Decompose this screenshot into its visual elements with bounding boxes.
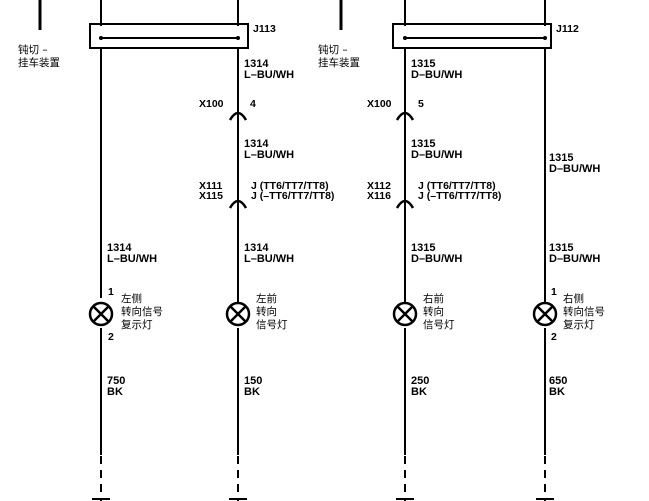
wire-label-b3-color: L–BU/WH [244, 253, 294, 265]
wire-label-c1-num: 1315 [411, 58, 435, 70]
wire-label-a-num: 1314 [107, 242, 132, 254]
j-opt-a-right: J (TT6/TT7/TT8) [418, 180, 496, 192]
x112-label: X112 [367, 180, 391, 192]
x111-label: X111 [199, 180, 223, 192]
wire-label-c3-color: D–BU/WH [411, 253, 462, 265]
lamp-left-indicator-label-1: 左侧 [121, 292, 142, 305]
x100-label-left: X100 [199, 98, 224, 110]
lamp-right-indicator-label-2: 转向信号 [563, 305, 605, 318]
wire-label-b1-num: 1314 [244, 58, 269, 70]
lamp-right-indicator-icon [532, 301, 558, 327]
lamp-left-front-label-1: 左前 [256, 292, 277, 305]
lamp-left-front-label-3: 信号灯 [256, 319, 288, 331]
lamp-left-indicator-label-2: 转向信号 [121, 305, 163, 318]
wire-label-c2-color: D–BU/WH [411, 149, 462, 161]
wire-label-c1-color: D–BU/WH [411, 69, 462, 81]
x116-label: X116 [367, 190, 391, 202]
lamp-left-front-icon [225, 301, 251, 327]
j-opt-b-right: J (–TT6/TT7/TT8) [418, 190, 501, 202]
wire-label-b2-num: 1314 [244, 138, 269, 150]
lamp-right-front-icon [392, 301, 418, 327]
wire-label-c2-num: 1315 [411, 138, 435, 150]
lamp-right-indicator-label-3: 复示灯 [563, 318, 595, 331]
ground-d-num: 650 [549, 375, 567, 387]
lamp-left-front-label-2: 转向 [256, 305, 277, 318]
lamp-left-indicator-icon [88, 301, 114, 327]
ground-c-num: 250 [411, 375, 429, 387]
ground-b-color: BK [244, 386, 260, 398]
x100-pin5-label: 5 [418, 98, 424, 110]
x115-label: X115 [199, 190, 223, 202]
connector-x100-pin5 [395, 111, 415, 121]
wire-label-a-color: L–BU/WH [107, 253, 157, 265]
switch-left-label-line1: 钝切 – [18, 43, 48, 56]
switch-right-label-line2: 挂车装置 [318, 56, 360, 69]
j-opt-a-left: J (TT6/TT7/TT8) [251, 180, 329, 192]
lamp-right-indicator-pin2: 2 [551, 331, 557, 343]
connector-x112-x116 [395, 198, 415, 209]
lamp-right-front-label-3: 信号灯 [423, 319, 455, 331]
junction-block-j113 [89, 23, 249, 49]
wire-label-b2-color: L–BU/WH [244, 149, 294, 161]
connector-x100-pin4 [228, 111, 248, 121]
wire-label-b3-num: 1314 [244, 242, 269, 254]
j112-label: J112 [556, 23, 579, 35]
j113-label: J113 [253, 23, 276, 35]
wire-label-d1-num: 1315 [549, 152, 573, 164]
lamp-right-front-label-1: 右前 [423, 292, 444, 305]
switch-left-label-line2: 挂车装置 [18, 56, 60, 69]
ground-d-color: BK [549, 386, 565, 398]
junction-block-j112 [392, 23, 552, 49]
ground-a-color: BK [107, 386, 123, 398]
x100-label-right: X100 [367, 98, 392, 110]
lamp-left-indicator-pin2: 2 [108, 331, 114, 343]
lamp-right-indicator-label-1: 右侧 [563, 292, 584, 305]
lamp-right-front-label-2: 转向 [423, 305, 444, 318]
wire-label-d1-color: D–BU/WH [549, 163, 600, 175]
ground-b-num: 150 [244, 375, 262, 387]
wire-label-c3-num: 1315 [411, 242, 435, 254]
switch-right-label-line1: 钝切 – [318, 43, 348, 56]
x100-pin4-label: 4 [250, 98, 256, 110]
lamp-left-indicator-pin1: 1 [108, 286, 114, 298]
wire-label-d2-num: 1315 [549, 242, 573, 254]
wire-label-b1-color: L–BU/WH [244, 69, 294, 81]
wire-label-d2-color: D–BU/WH [549, 253, 600, 265]
j-opt-b-left: J (–TT6/TT7/TT8) [251, 190, 334, 202]
lamp-left-indicator-label-3: 复示灯 [121, 318, 153, 331]
lamp-right-indicator-pin1: 1 [551, 286, 557, 298]
ground-a-num: 750 [107, 375, 125, 387]
connector-x111-x115 [228, 198, 248, 209]
ground-c-color: BK [411, 386, 427, 398]
